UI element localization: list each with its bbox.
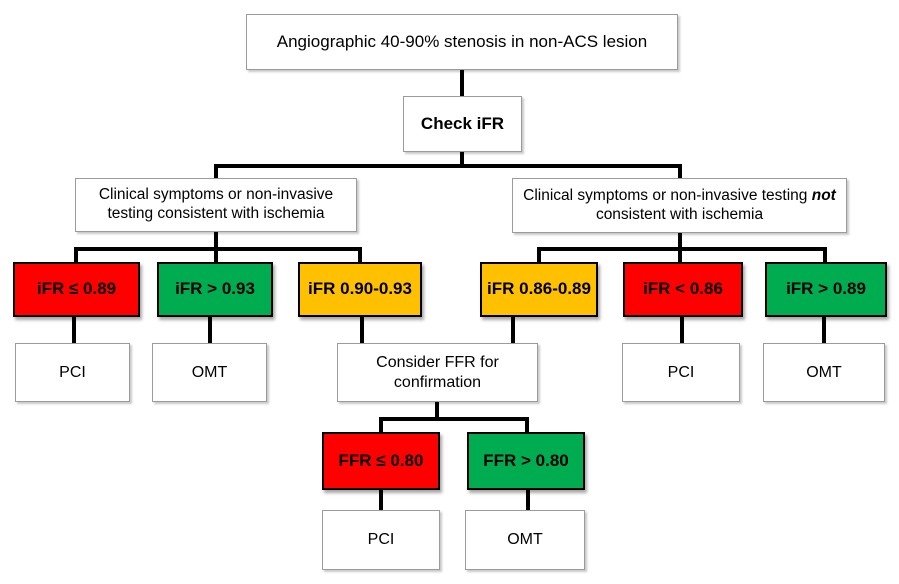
- node-right-branch: Clinical symptoms or non-invasive testin…: [512, 178, 847, 233]
- node-check-ifr: Check iFR: [403, 96, 522, 152]
- right-branch-text: Clinical symptoms or non-invasive testin…: [523, 186, 836, 223]
- connector: [358, 247, 362, 262]
- node-ifr-gt-0.93: iFR > 0.93: [157, 262, 273, 317]
- connector: [511, 317, 515, 343]
- connector: [74, 247, 362, 251]
- node-consider-ffr: Consider FFR for confirmation: [337, 343, 538, 402]
- connector: [208, 317, 212, 343]
- connector: [526, 490, 530, 510]
- node-ifr-lt-0.86: iFR < 0.86: [623, 262, 743, 317]
- node-root: Angiographic 40-90% stenosis in non-ACS …: [246, 14, 678, 70]
- connector: [823, 247, 827, 262]
- node-left-branch: Clinical symptoms or non-invasive testin…: [75, 178, 357, 232]
- connector: [214, 164, 682, 168]
- connector: [379, 490, 383, 510]
- connector: [822, 317, 826, 343]
- node-omt-right: OMT: [763, 343, 885, 402]
- node-pci-bottom: PCI: [322, 510, 440, 570]
- connector: [360, 317, 364, 343]
- node-ffr-le-0.80: FFR ≤ 0.80: [322, 432, 440, 490]
- connector: [678, 164, 682, 178]
- right-branch-not: not: [811, 186, 836, 204]
- node-ifr-le-0.89: iFR ≤ 0.89: [13, 262, 140, 317]
- connector: [680, 317, 684, 343]
- connector: [525, 417, 529, 432]
- node-ifr-gt-0.89: iFR > 0.89: [765, 262, 887, 317]
- connector: [379, 417, 529, 421]
- connector: [74, 247, 78, 262]
- connector: [537, 247, 827, 251]
- node-omt-left: OMT: [152, 343, 267, 402]
- connector: [214, 164, 218, 178]
- connector: [460, 152, 464, 168]
- connector: [460, 70, 464, 96]
- node-ffr-gt-0.80: FFR > 0.80: [467, 432, 585, 490]
- node-omt-bottom: OMT: [465, 510, 585, 570]
- node-pci-right: PCI: [622, 343, 740, 402]
- connector: [379, 417, 383, 432]
- connector: [435, 402, 439, 421]
- node-ifr-0.86-0.89: iFR 0.86-0.89: [480, 262, 598, 317]
- connector: [72, 317, 76, 343]
- node-pci-left: PCI: [15, 343, 130, 402]
- connector: [537, 247, 541, 262]
- node-ifr-0.90-0.93: iFR 0.90-0.93: [298, 262, 422, 317]
